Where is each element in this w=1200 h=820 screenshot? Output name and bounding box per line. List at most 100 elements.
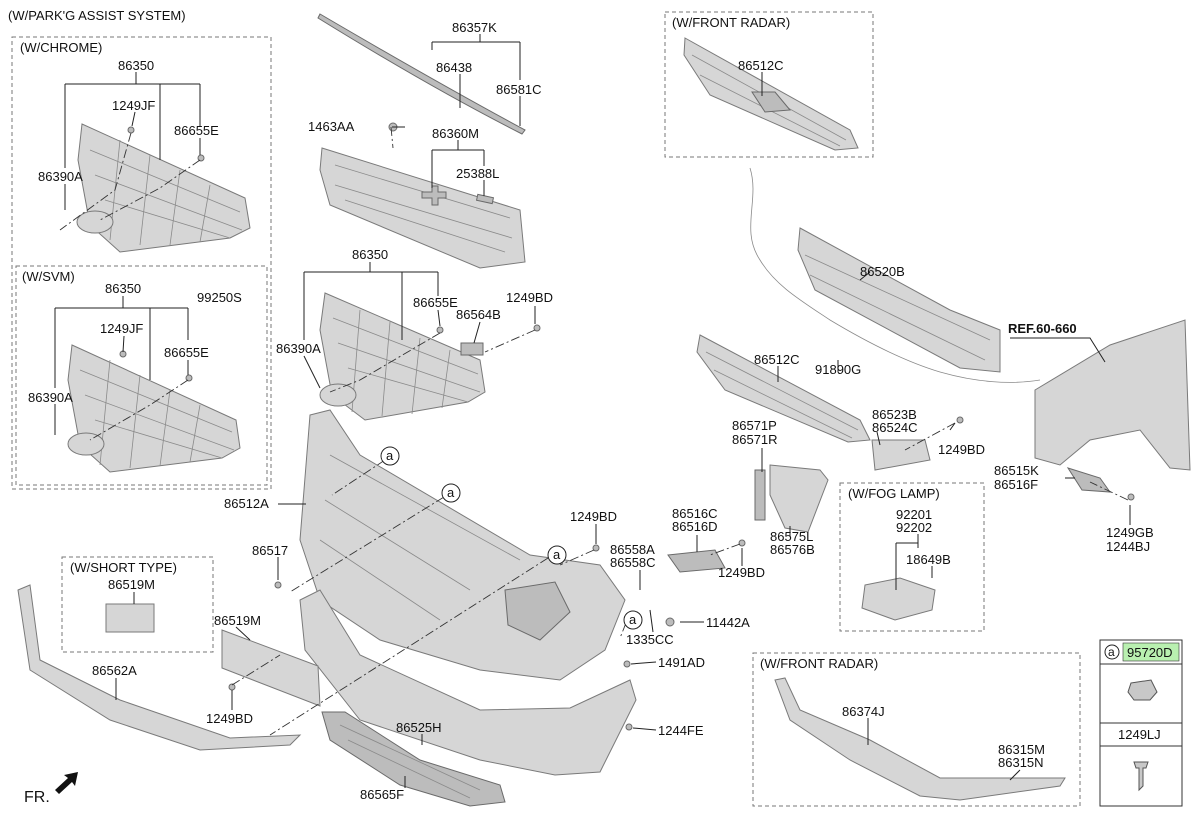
- bolt-1249bd-middle: [533, 324, 541, 332]
- label-86515k: 86515K: [994, 463, 1039, 478]
- lip-86562a-shape: [17, 584, 302, 751]
- label-86558a: 86558A: [610, 542, 655, 557]
- middle-emblem-shape: [319, 383, 357, 407]
- svm-group-box: [15, 265, 268, 486]
- fender-bracket-shape: [1066, 467, 1112, 493]
- bolt-1249bd-fog: [956, 416, 964, 424]
- pin-86517: [274, 581, 282, 589]
- label-chrome-86390a: 86390A: [38, 169, 83, 184]
- label-1244bj: 1244BJ: [1106, 539, 1150, 554]
- label-svm-86350: 86350: [105, 281, 141, 296]
- label-86438: 86438: [436, 60, 472, 75]
- screw-1244fe: [625, 723, 633, 731]
- label-86315n: 86315N: [998, 755, 1044, 770]
- label-ref-60-660: REF.60-660: [1008, 321, 1077, 336]
- label-86571r: 86571R: [732, 432, 778, 447]
- fog-opening-shape: [504, 581, 571, 641]
- fog-lamp-box: [839, 482, 985, 632]
- label-25388l-shape: [475, 193, 495, 205]
- label-mid-86350: 86350: [352, 247, 388, 262]
- chrome-group-box: [11, 36, 272, 490]
- label-25388l: 25388L: [456, 166, 499, 181]
- chrome-emblem-shape: [76, 210, 114, 234]
- label-1249bd-bracket: 1249BD: [718, 565, 765, 580]
- assembly-line-13: [904, 422, 956, 451]
- legend-part-1249lj: 1249LJ: [1118, 727, 1161, 742]
- svm-grille-shape: [67, 344, 241, 473]
- assembly-line-15: [231, 654, 281, 686]
- fog-lamp-title: (W/FOG LAMP): [848, 486, 940, 501]
- label-86519m: 86519M: [214, 613, 261, 628]
- legend-part-highlight: [1122, 642, 1180, 662]
- bolt-11442a: [665, 617, 675, 627]
- marker-a-4: a: [623, 610, 643, 630]
- label-86360m: 86360M: [432, 126, 479, 141]
- short-type-box: [61, 556, 214, 653]
- screw-1249gb: [1127, 493, 1135, 501]
- front-radar-top-box: [664, 11, 874, 158]
- fog-bracket-shape: [871, 439, 931, 471]
- label-86524c: 86524C: [872, 420, 918, 435]
- legend-marker: a: [1108, 645, 1115, 659]
- fog-lamp-shape: [861, 577, 936, 621]
- clip-86655e-chrome: [197, 154, 205, 162]
- label-86516d: 86516D: [672, 519, 718, 534]
- clip-86655e-svm: [185, 374, 193, 382]
- assembly-line-9: [269, 557, 549, 736]
- main-title: (W/PARK'G ASSIST SYSTEM): [8, 8, 186, 23]
- label-86357k: 86357K: [452, 20, 497, 35]
- marker-a-2: a: [441, 483, 461, 503]
- label-chrome-86350: 86350: [118, 58, 154, 73]
- plate-bracket-short-shape: [105, 603, 155, 633]
- marker-a-3: a: [547, 545, 567, 565]
- label-radar-86512c: 86512C: [738, 58, 784, 73]
- plate-bracket-shape: [221, 629, 321, 707]
- label-86315m: 86315M: [998, 742, 1045, 757]
- middle-grille-shape: [319, 292, 486, 421]
- label-1249bd-left: 1249BD: [206, 711, 253, 726]
- screw-1249jf-chrome: [127, 126, 135, 134]
- chrome-grille-shape: [77, 123, 251, 253]
- skid-plate-mesh: [339, 724, 481, 799]
- label-86525h: 86525H: [396, 720, 442, 735]
- label-svm-99250s: 99250S: [197, 290, 242, 305]
- label-86517: 86517: [252, 543, 288, 558]
- label-86575l: 86575L: [770, 529, 813, 544]
- label-86520b: 86520B: [860, 264, 905, 279]
- clip-86655e-middle: [436, 326, 444, 334]
- fender-shape: [1034, 319, 1191, 471]
- leader-lines: [54, 34, 1131, 788]
- chrome-group-title: (W/CHROME): [20, 40, 102, 55]
- label-chrome-1249jf: 1249JF: [112, 98, 155, 113]
- lower-trim-shape: [299, 589, 637, 776]
- assembly-line-2: [59, 132, 132, 231]
- label-11442a: 11442A: [706, 615, 750, 630]
- label-short-86519m: 86519M: [108, 577, 155, 592]
- label-svm-86655e: 86655E: [164, 345, 209, 360]
- middle-grille-mesh: [332, 309, 481, 417]
- label-86571p: 86571P: [732, 418, 777, 433]
- label-1335cc: 1335CC: [626, 632, 674, 647]
- label-86562a: 86562A: [92, 663, 137, 678]
- label-1249gb: 1249GB: [1106, 525, 1154, 540]
- grille-carrier-shape: [319, 147, 526, 269]
- label-86523b: 86523B: [872, 407, 917, 422]
- wiring-harness-shape: [749, 167, 1041, 383]
- lower-grille-shape: [696, 334, 871, 443]
- front-radar-top-title: (W/FRONT RADAR): [672, 15, 790, 30]
- bumper-cover-contours: [319, 454, 521, 621]
- energy-absorber-shape: [797, 227, 1001, 373]
- label-86516c: 86516C: [672, 506, 718, 521]
- label-91890g: 91890G: [815, 362, 861, 377]
- label-86565f: 86565F: [360, 787, 404, 802]
- legend-table: a 95720D 1249LJ: [1099, 639, 1183, 807]
- bumper-bracket-shape: [667, 549, 726, 573]
- bolt-1249bd-center: [592, 544, 600, 552]
- label-18649b: 18649B: [906, 552, 951, 567]
- label-mid-86564b: 86564B: [456, 307, 501, 322]
- label-86512a: 86512A: [224, 496, 269, 511]
- label-1463aa: 1463AA: [308, 119, 355, 134]
- label-mid-1249bd: 1249BD: [506, 290, 553, 305]
